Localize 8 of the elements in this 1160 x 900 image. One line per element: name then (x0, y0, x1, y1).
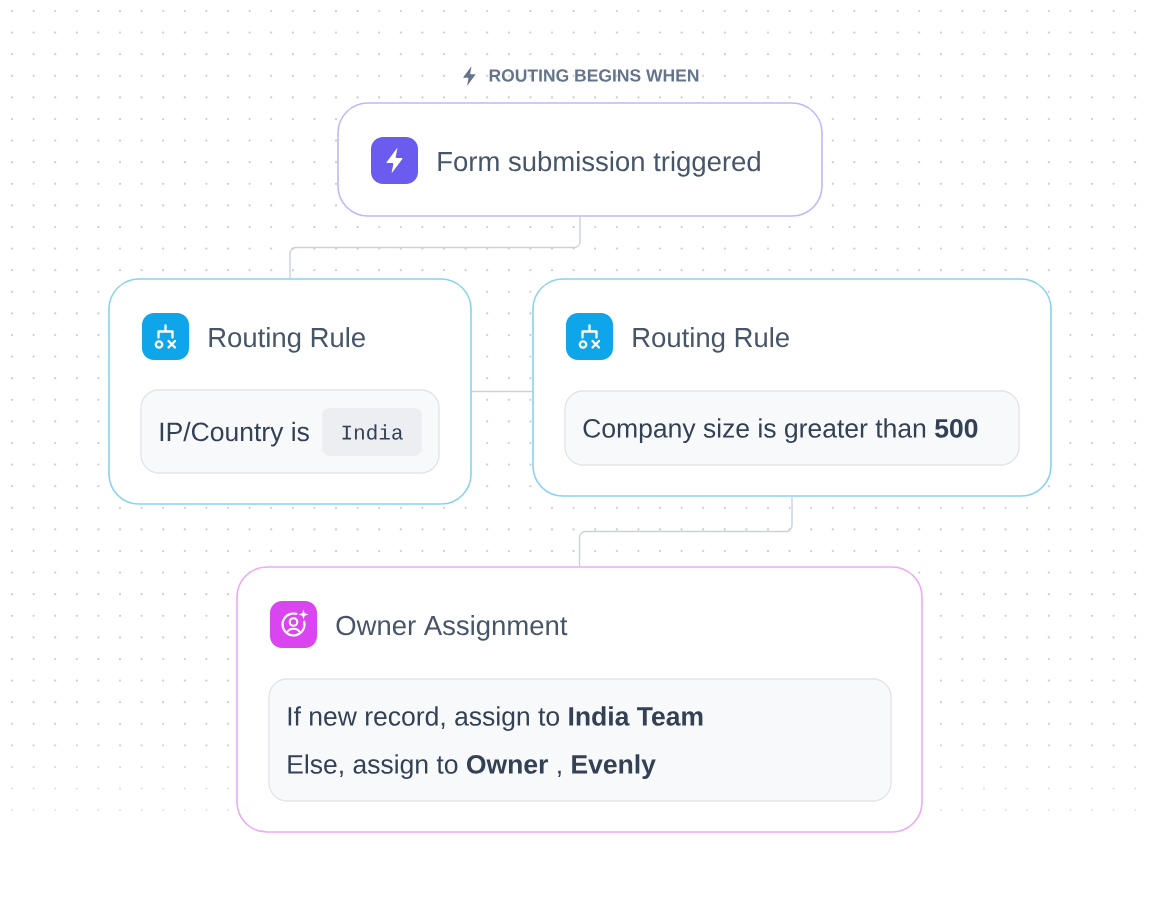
section-heading: ROUTING BEGINS WHEN (489, 69, 699, 82)
trigger-card: Form submission triggered (337, 102, 823, 217)
connector (289, 215, 581, 280)
connector (578, 495, 793, 568)
value-chip: India (322, 408, 422, 456)
connector (470, 390, 534, 393)
condition-box: Company size is greater than 500 (564, 390, 1020, 466)
condition-box: If new record, assign to India Team Else, assign to Owner , Evenly (268, 678, 892, 802)
